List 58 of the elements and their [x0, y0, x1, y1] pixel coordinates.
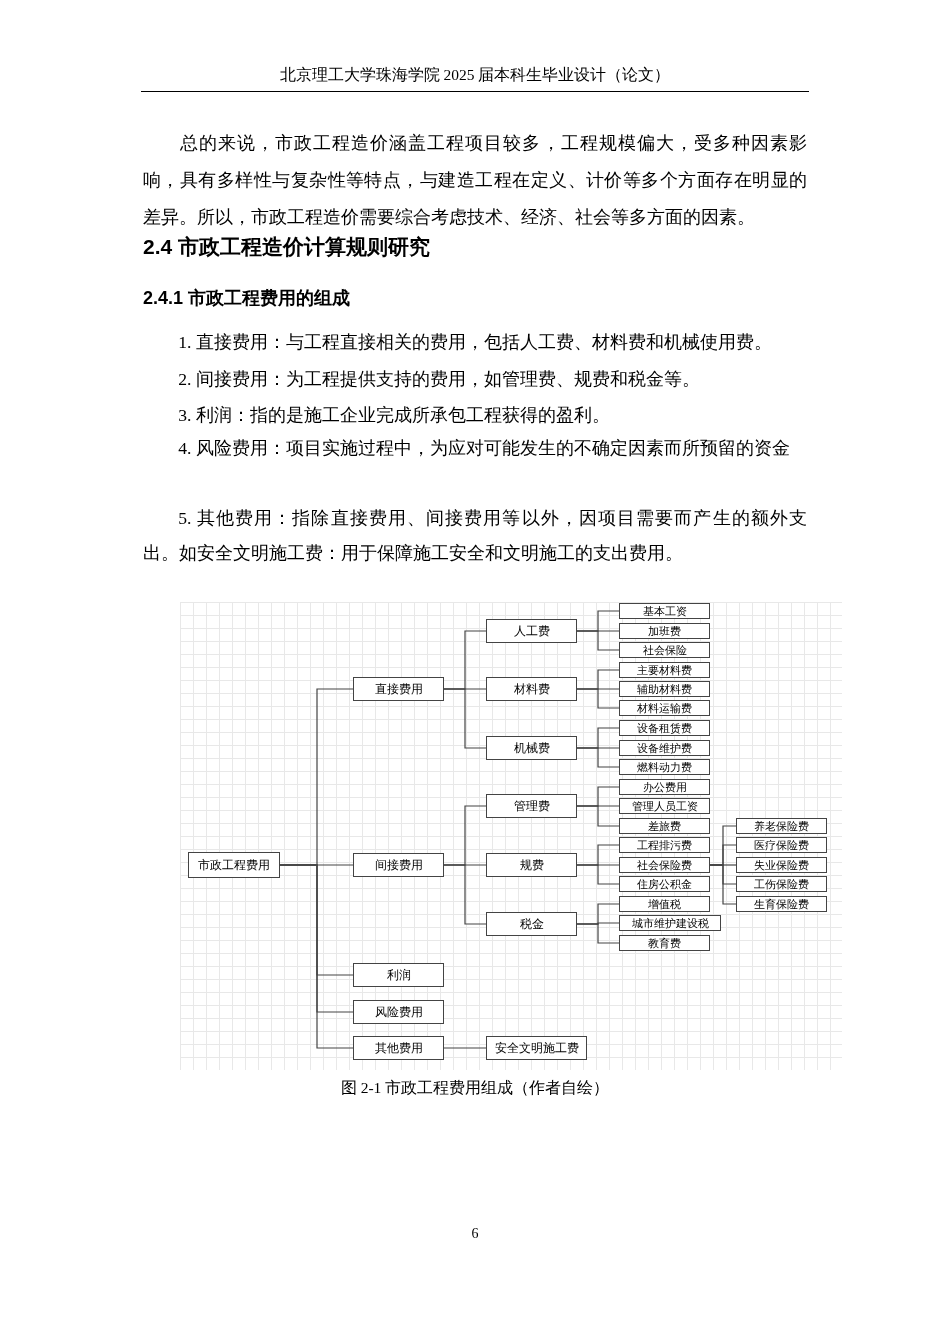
tree-box: 材料费: [486, 677, 577, 701]
tree-box: 设备租赁费: [619, 720, 710, 736]
connector-line: [576, 923, 620, 944]
connector-line: [443, 1047, 487, 1049]
tree-box: 管理费: [486, 794, 577, 818]
page-number: 6: [470, 1225, 480, 1243]
tree-box: 规费: [486, 853, 577, 877]
tree-box: 基本工资: [619, 603, 710, 619]
tree-box: 市政工程费用: [188, 852, 280, 878]
tree-box: 住房公积金: [619, 876, 710, 892]
connector-line: [709, 864, 737, 905]
tree-box: 教育费: [619, 935, 710, 951]
connector-line: [443, 864, 487, 925]
tree-box: 其他费用: [353, 1036, 444, 1060]
section-heading: 2.4 市政工程造价计算规则研究: [143, 234, 432, 260]
tree-box: 失业保险费: [736, 857, 827, 873]
tree-box: 利润: [353, 963, 444, 987]
tree-box: 材料运输费: [619, 700, 710, 716]
list-item: 1. 直接费用：与工程直接相关的费用，包括人工费、材料费和机械使用费。: [177, 331, 773, 354]
tree-box: 间接费用: [353, 853, 444, 877]
connector-line: [576, 747, 620, 768]
tree-box: 医疗保险费: [736, 837, 827, 853]
tree-box: 养老保险费: [736, 818, 827, 834]
tree-box: 管理人员工资: [619, 798, 710, 814]
list-item: 3. 利润：指的是施工企业完成所承包工程获得的盈利。: [177, 404, 611, 427]
tree-box: 人工费: [486, 619, 577, 643]
list-item: 5. 其他费用：指除直接费用、间接费用等以外，因项目需要而产生的额外支出。如安全文明施工费：用于保障施工安全和文明施工的支出费用。: [143, 507, 807, 565]
tree-box: 加班费: [619, 623, 710, 639]
tree-box: 社会保险: [619, 642, 710, 658]
tree-box: 办公费用: [619, 779, 710, 795]
tree-box: 燃料动力费: [619, 759, 710, 775]
connector-line: [279, 864, 354, 1049]
connector-line: [443, 688, 487, 749]
tree-box: 设备维护费: [619, 740, 710, 756]
list-item: 2. 间接费用：为工程提供支持的费用，如管理费、规费和税金等。: [177, 368, 701, 391]
tree-box: 增值税: [619, 896, 710, 912]
tree-box: 工程排污费: [619, 837, 710, 853]
page-header: 北京理工大学珠海学院 2025 届本科生毕业设计（论文）: [278, 65, 672, 85]
tree-box: 风险费用: [353, 1000, 444, 1024]
tree-box: 生育保险费: [736, 896, 827, 912]
connector-line: [576, 805, 620, 827]
tree-box: 差旅费: [619, 818, 710, 834]
connector-line: [576, 688, 620, 709]
subsection-heading: 2.4.1 市政工程费用的组成: [143, 287, 352, 310]
tree-box: 工伤保险费: [736, 876, 827, 892]
paragraph: 总的来说，市政工程造价涵盖工程项目较多，工程规模偏大，受多种因素影响，具有多样性与复杂性等特点，与建造工程在定义、计价等多个方面存在明显的差异。所以，市政工程造价需要综合考虑技术、经济、社会等多方面的因素。: [143, 132, 807, 229]
tree-box: 辅助材料费: [619, 681, 710, 697]
tree-box: 安全文明施工费: [486, 1036, 587, 1060]
list-item: 4. 风险费用：项目实施过程中，为应对可能发生的不确定因素而所预留的资金: [177, 437, 791, 460]
tree-box: 城市维护建设税: [619, 915, 721, 931]
tree-box: 税金: [486, 912, 577, 936]
tree-box: 主要材料费: [619, 662, 710, 678]
connector-line: [576, 630, 620, 651]
tree-box: 直接费用: [353, 677, 444, 701]
tree-box: 机械费: [486, 736, 577, 760]
tree-box: 社会保险费: [619, 857, 710, 873]
connector-line: [576, 864, 620, 885]
figure-caption: 图 2-1 市政工程费用组成（作者自绘）: [339, 1078, 611, 1098]
